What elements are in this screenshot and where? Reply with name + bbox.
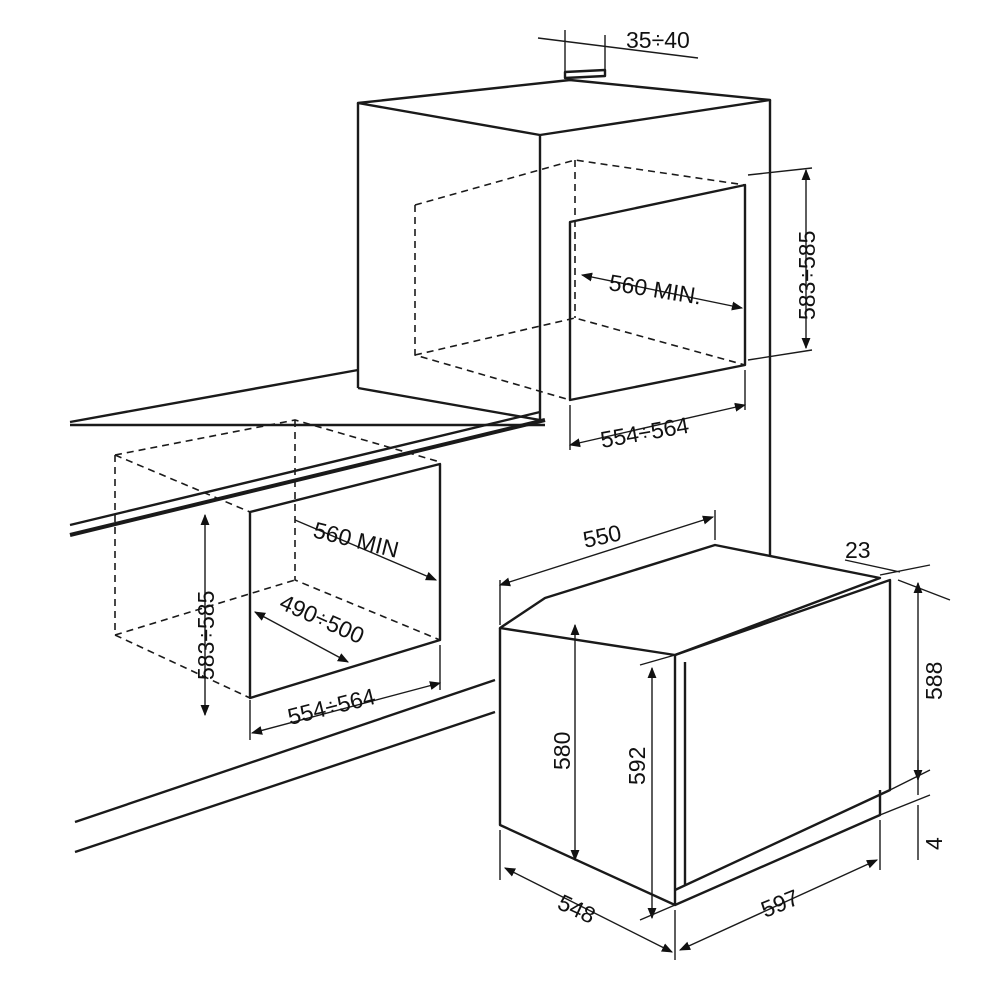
oven — [498, 543, 892, 907]
dim-lower-depth: 560 MIN — [311, 517, 402, 563]
dim-upper-height: 583÷585 — [794, 231, 820, 320]
dim-door-thickness: 23 — [845, 537, 871, 563]
dim-oven-width: 597 — [757, 884, 802, 922]
dim-lower-inner: 490÷500 — [276, 589, 368, 649]
dim-body-height: 580 — [549, 732, 575, 770]
tall-cabinet — [356, 68, 772, 556]
dim-top-gap: 35÷40 — [626, 27, 690, 53]
dim-bottom-gap: 4 — [921, 837, 947, 850]
dim-upper-depth: 560 MIN. — [607, 269, 703, 309]
dim-front-height: 592 — [624, 747, 650, 785]
dim-oven-depth: 548 — [554, 889, 600, 929]
dimension-lines — [200, 30, 951, 960]
dim-door-height: 588 — [921, 662, 947, 700]
dim-upper-width: 554÷564 — [598, 412, 691, 453]
dim-lower-height: 583÷585 — [193, 591, 219, 680]
upper-niche — [414, 159, 747, 402]
countertop — [69, 368, 546, 537]
dim-lower-width: 554÷564 — [285, 683, 378, 730]
